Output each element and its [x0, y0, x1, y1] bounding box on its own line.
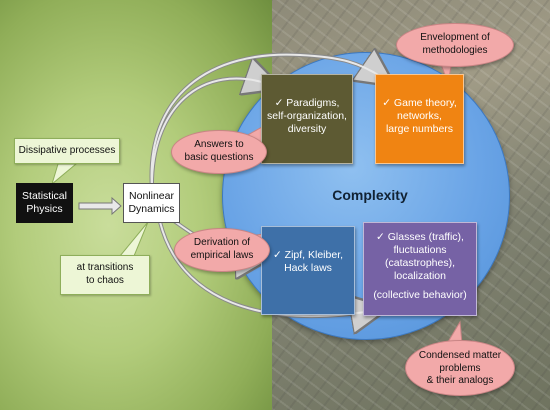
zipf-box: ✓ Zipf, Kleiber, Hack laws [261, 226, 355, 315]
callout-envelopment: Envelopment of methodologies [396, 23, 514, 67]
callout-answers: Answers to basic questions [171, 130, 267, 174]
note-transitions: at transitions to chaos [60, 255, 150, 295]
complexity-title: Complexity [332, 187, 408, 203]
glasses-box: ✓ Glasses (traffic), fluctuations (catas… [363, 222, 477, 316]
game-theory-box: ✓ Game theory, networks, large numbers [375, 74, 464, 164]
callout-condensed-matter: Condensed matter problems & their analog… [405, 340, 515, 396]
note-dissipative: Dissipative processes [14, 138, 120, 164]
callout-derivation: Derivation of empirical laws [174, 228, 270, 272]
paradigms-box: ✓ Paradigms, self-organization, diversit… [261, 74, 353, 164]
note-tail-transitions [118, 221, 149, 257]
statistical-physics-box: Statistical Physics [16, 183, 73, 223]
nonlinear-dynamics-box: Nonlinear Dynamics [123, 183, 180, 223]
note-tail-dissipative [51, 163, 78, 186]
arrow-sp-to-nd [78, 196, 122, 216]
